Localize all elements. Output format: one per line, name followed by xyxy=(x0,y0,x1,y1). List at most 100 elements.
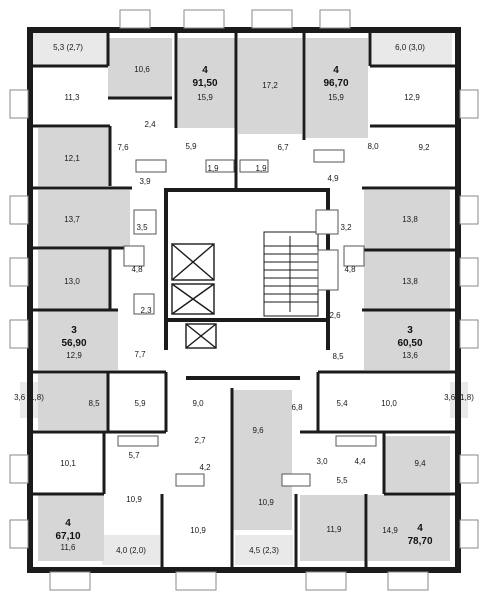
stairs xyxy=(263,231,319,317)
apt-4-91-area: 91,50 xyxy=(192,78,217,89)
room-label: 9,2 xyxy=(418,143,430,152)
room-11-9 xyxy=(300,495,366,561)
room-label: 11,9 xyxy=(327,525,343,534)
room-fills xyxy=(20,27,468,565)
bathrooms xyxy=(117,149,377,487)
room-9-4 xyxy=(384,436,450,492)
apt-3-60-rooms: 3 xyxy=(407,325,413,336)
room-9-6 xyxy=(232,390,292,530)
room-label: 5,5 xyxy=(336,476,348,485)
room-label: 10,9 xyxy=(190,526,206,535)
room-13-8-mid xyxy=(364,250,450,310)
windows xyxy=(9,9,479,591)
room-label: 12,9 xyxy=(66,351,82,360)
room-label: 6,0 (3,0) xyxy=(395,43,425,52)
room-label: 6,8 xyxy=(291,403,303,412)
room-label: 9,6 xyxy=(252,426,264,435)
room-label: 10,1 xyxy=(60,459,76,468)
room-label: 10,9 xyxy=(258,498,274,507)
room-label: 2,3 xyxy=(140,306,152,315)
room-labels: 5,3 (2,7) 10,6 15,9 17,2 15,9 6,0 (3,0) … xyxy=(14,43,474,555)
room-label: 10,9 xyxy=(126,495,142,504)
room-label: 9,0 xyxy=(192,399,204,408)
room-12-9-mid xyxy=(38,310,118,370)
room-12-1 xyxy=(38,128,110,186)
room-13-7 xyxy=(38,190,130,248)
room-label: 10,0 xyxy=(381,399,397,408)
balcony-ne xyxy=(372,27,452,65)
room-8-5-left xyxy=(38,374,108,430)
room-label: 4,4 xyxy=(354,457,366,466)
apt-4-91-rooms: 4 xyxy=(202,65,208,76)
room-label: 9,4 xyxy=(414,459,426,468)
room-label: 6,7 xyxy=(277,143,289,152)
balcony-label-e: 3,6 (1,8) xyxy=(444,393,474,402)
room-label: 5,7 xyxy=(128,451,140,460)
room-label: 13,6 xyxy=(402,351,418,360)
room-11-3 xyxy=(38,66,108,126)
room-label: 12,9 xyxy=(404,93,420,102)
apt-4-67-rooms: 4 xyxy=(65,518,71,529)
room-10-0 xyxy=(364,374,450,430)
apt-4-96-area: 96,70 xyxy=(323,78,348,89)
balcony-sw xyxy=(102,535,160,565)
room-13-0 xyxy=(38,250,110,310)
room-17-2 xyxy=(238,38,302,134)
room-15-9-a xyxy=(178,38,236,128)
room-14-9 xyxy=(368,495,450,561)
room-label: 4,2 xyxy=(199,463,211,472)
room-label: 8,0 xyxy=(367,142,379,151)
apt-4-67-area: 67,10 xyxy=(55,531,80,542)
room-label: 7,6 xyxy=(117,143,129,152)
room-11-6 xyxy=(38,495,104,561)
room-label: 8,5 xyxy=(332,352,344,361)
room-10-9-low xyxy=(164,495,232,561)
apt-3-56-rooms: 3 xyxy=(71,325,77,336)
room-label: 2,7 xyxy=(194,436,206,445)
room-label: 3,2 xyxy=(340,223,352,232)
room-label: 12,1 xyxy=(64,154,80,163)
apt-3-56-area: 56,90 xyxy=(61,338,86,349)
room-label: 14,9 xyxy=(382,526,398,535)
room-label: 7,7 xyxy=(134,350,146,359)
apt-4-78-rooms: 4 xyxy=(417,523,423,534)
room-label: 8,5 xyxy=(88,399,100,408)
balcony-s xyxy=(235,535,293,565)
room-label: 11,6 xyxy=(61,543,77,552)
room-label: 5,3 (2,7) xyxy=(53,43,83,52)
room-label: 3,9 xyxy=(139,177,151,186)
interior-walls xyxy=(30,30,458,570)
room-10-6 xyxy=(108,38,172,98)
room-label: 13,8 xyxy=(402,277,418,286)
room-label: 2,6 xyxy=(329,311,341,320)
room-label: 5,9 xyxy=(185,142,197,151)
room-15-9-b xyxy=(306,38,368,138)
room-label: 13,7 xyxy=(64,215,80,224)
room-label: 1,9 xyxy=(207,164,219,173)
lifts xyxy=(171,243,217,349)
room-label: 1,9 xyxy=(255,164,267,173)
room-label: 15,9 xyxy=(197,93,213,102)
balcony-label-s: 4,5 (2,3) xyxy=(249,546,279,555)
room-label: 15,9 xyxy=(328,93,344,102)
room-label: 11,3 xyxy=(65,93,81,102)
balcony-label-sw: 4,0 (2,0) xyxy=(116,546,146,555)
apt-4-96-rooms: 4 xyxy=(333,65,339,76)
room-label: 10,6 xyxy=(134,65,150,74)
balcony-label-w: 3,6 (1,8) xyxy=(14,393,44,402)
room-label: 13,8 xyxy=(402,215,418,224)
room-label: 5,4 xyxy=(336,399,348,408)
room-10-1 xyxy=(38,436,104,492)
room-label: 13,0 xyxy=(64,277,80,286)
exterior-walls xyxy=(27,27,461,573)
room-label: 4,9 xyxy=(327,174,339,183)
room-label: 2,4 xyxy=(144,120,156,129)
room-13-8-top xyxy=(364,190,450,250)
room-label: 4,8 xyxy=(344,265,356,274)
apt-4-78-area: 78,70 xyxy=(407,536,432,547)
room-label: 3,0 xyxy=(316,457,328,466)
room-label: 3,5 xyxy=(136,223,148,232)
room-12-9-top xyxy=(368,66,450,126)
room-label: 17,2 xyxy=(262,81,278,90)
